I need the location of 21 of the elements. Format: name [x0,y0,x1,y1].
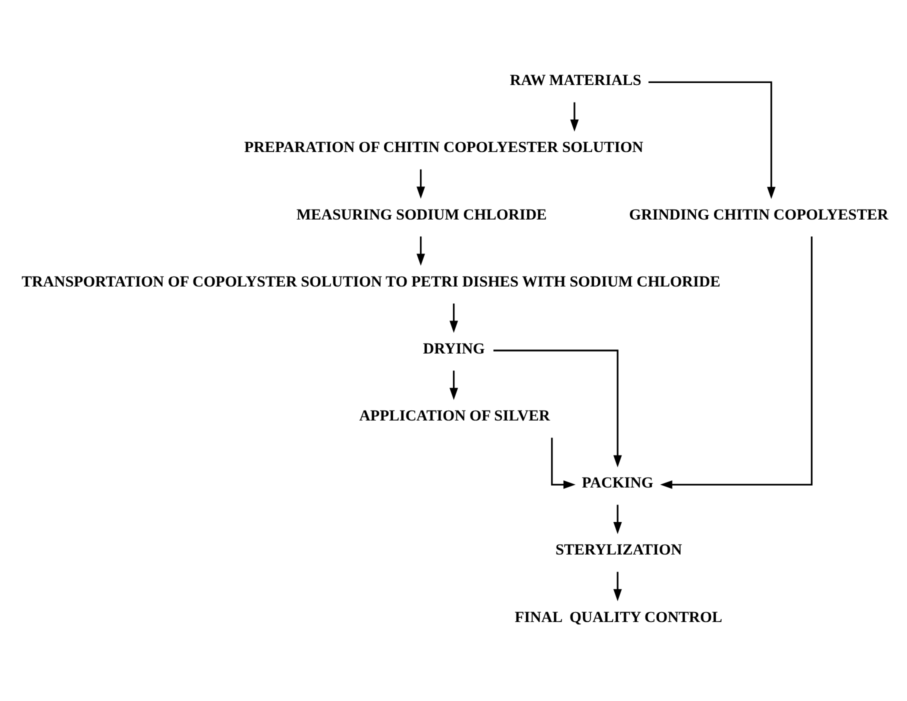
arrow [416,236,426,266]
arrow [613,504,622,534]
arrow [613,572,622,602]
node-text: PACKING [582,474,654,492]
arrow [570,102,579,132]
node-text: RAW MATERIALS [510,72,642,90]
arrow [648,81,776,200]
node-text: GRINDING CHITIN COPOLYESTER [629,206,888,224]
arrow [551,438,576,489]
arrow [493,350,622,468]
arrow [450,304,458,333]
arrow [450,370,458,400]
node-text: PREPARATION OF CHITIN COPOLYESTER SOLUTION [244,139,644,156]
node-text: APPLICATION OF SILVER [359,408,550,425]
node-text: FINAL QUALITY CONTROL [514,608,722,626]
arrow [660,236,813,489]
arrow [416,169,426,199]
node-text: TRANSPORTATION OF COPOLYSTER SOLUTION TO PETRI DISHES WITH SODIUM CHLORIDE [22,273,720,290]
node-text: STERYLIZATION [555,542,682,559]
node-text: MEASURING SODIUM CHLORIDE [296,206,547,224]
node-text: DRYING [422,340,485,358]
